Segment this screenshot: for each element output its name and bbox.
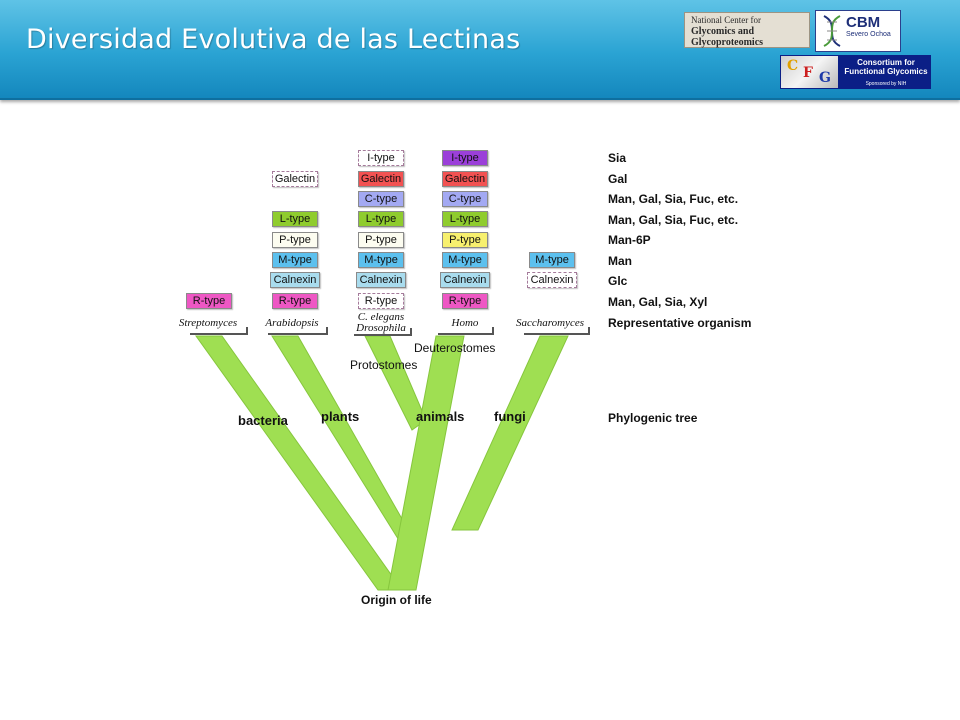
cbm-logo: CBM Severo Ochoa <box>815 10 901 52</box>
organism-arabidopsis: Arabidopsis <box>265 317 319 329</box>
lectin-box-celegans-l-type: L-type <box>358 211 404 227</box>
organism-celegans: C. elegans <box>357 311 405 323</box>
row-label-ctype-sugars: Man, Gal, Sia, Fuc, etc. <box>608 192 739 206</box>
lectin-box-homo-galectin: Galectin <box>442 171 488 187</box>
lectin-box-celegans-r-type: R-type <box>358 293 404 309</box>
lectin-box-homo-r-type: R-type <box>442 293 488 309</box>
label-fungi: fungi <box>494 409 526 424</box>
organism-streptomyces: Streptomyces <box>178 317 238 329</box>
lectin-box-arabidopsis-p-type: P-type <box>272 232 318 248</box>
row-label-sia: Sia <box>608 151 627 165</box>
label-deuterostomes: Deuterostomes <box>414 341 496 355</box>
row-label-ltype-sugars: Man, Gal, Sia, Fuc, etc. <box>608 213 739 227</box>
row-label-gal: Gal <box>608 172 628 186</box>
organism-bracket <box>524 327 590 335</box>
lectin-box-celegans-p-type: P-type <box>358 232 404 248</box>
lectin-box-arabidopsis-r-type: R-type <box>272 293 318 309</box>
label-bacteria: bacteria <box>238 413 288 428</box>
branch-animals <box>387 335 465 591</box>
ncfg-logo-line2: Glycomics and <box>691 26 755 37</box>
label-plants: plants <box>321 409 360 424</box>
organism-bracket <box>190 327 248 335</box>
lectin-box-streptomyces-r-type: R-type <box>186 293 232 309</box>
ncfg-logo-line3: Glycoproteomics <box>691 37 764 48</box>
lectin-box-saccharomyces-m-type: M-type <box>529 252 575 268</box>
lectin-box-celegans-galectin: Galectin <box>358 171 404 187</box>
slide-title: Diversidad Evolutiva de las Lectinas <box>26 24 521 55</box>
row-label-organism: Representative organism <box>608 316 752 330</box>
branch-fungi <box>451 335 569 531</box>
organism-bracket <box>438 327 494 335</box>
organism-saccharomyces: Saccharomyces <box>515 317 584 329</box>
lectin-box-saccharomyces-calnexin: Calnexin <box>527 272 577 288</box>
organism-bracket <box>354 328 412 336</box>
row-label-glc: Glc <box>608 274 628 288</box>
lectin-box-celegans-m-type: M-type <box>358 252 404 268</box>
cfg-logo: C F G Consortium for Functional Glycomic… <box>780 55 931 89</box>
lectin-box-homo-calnexin: Calnexin <box>440 272 490 288</box>
ncfg-logo: National Center for Glycomics and Glycop… <box>684 12 810 48</box>
row-label-rtype-sugars: Man, Gal, Sia, Xyl <box>608 295 708 309</box>
lectin-box-celegans-i-type: I-type <box>358 150 404 166</box>
lectin-box-arabidopsis-calnexin: Calnexin <box>270 272 320 288</box>
organism-bracket <box>268 327 328 335</box>
lectin-box-homo-c-type: C-type <box>442 191 488 207</box>
row-label-man6p: Man-6P <box>608 233 651 247</box>
ncfg-logo-line1: National Center for <box>691 15 761 25</box>
label-protostomes: Protostomes <box>350 358 418 372</box>
cbm-logo-name: CBM <box>846 14 881 31</box>
label-animals: animals <box>416 409 465 424</box>
label-origin-of-life: Origin of life <box>361 593 432 607</box>
slide-header: Diversidad Evolutiva de las Lectinas Nat… <box>0 0 960 100</box>
lectin-box-arabidopsis-galectin: Galectin <box>272 171 318 187</box>
lectin-box-homo-i-type: I-type <box>442 150 488 166</box>
lectin-box-arabidopsis-l-type: L-type <box>272 211 318 227</box>
organism-drosophila: Drosophila <box>356 322 406 334</box>
cbm-logo-sub: Severo Ochoa <box>846 31 891 38</box>
lectin-box-homo-l-type: L-type <box>442 211 488 227</box>
cfg-logo-name: Consortium for Functional Glycomics <box>844 58 928 76</box>
cfg-logo-sponsor: Sponsored by NIH <box>865 81 907 87</box>
row-label-man: Man <box>608 254 632 268</box>
lectin-box-celegans-calnexin: Calnexin <box>356 272 406 288</box>
lectin-box-homo-p-type: P-type <box>442 232 488 248</box>
lectin-box-celegans-c-type: C-type <box>358 191 404 207</box>
lectin-box-arabidopsis-m-type: M-type <box>272 252 318 268</box>
lectin-box-homo-m-type: M-type <box>442 252 488 268</box>
organism-homo: Homo <box>451 317 479 329</box>
dna-helix-icon <box>823 15 841 47</box>
row-label-phylogenic-tree: Phylogenic tree <box>608 411 698 425</box>
cfg-logo-picture: C F G <box>781 56 838 88</box>
